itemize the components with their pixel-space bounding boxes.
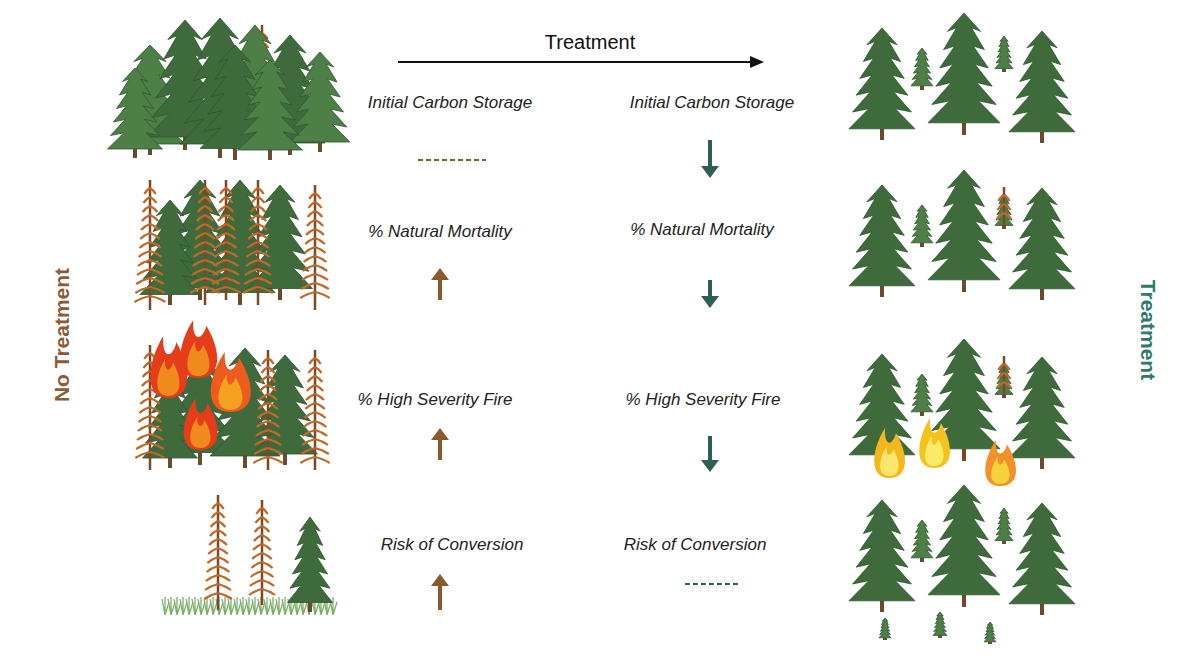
dead-tree — [300, 185, 329, 310]
conifer-tree — [253, 355, 318, 465]
no-change-dash — [685, 583, 740, 585]
grass — [330, 597, 337, 615]
conifer-tree — [849, 500, 915, 612]
side-label: Treatment — [1136, 280, 1160, 380]
trend-arrow — [431, 268, 449, 300]
conifer-tree — [1009, 31, 1075, 143]
converted-stand — [162, 495, 337, 615]
dead-tree — [204, 495, 232, 610]
fire-flame — [985, 440, 1016, 486]
treatment-arrow — [398, 56, 764, 68]
dead-tree — [300, 350, 329, 470]
conifer-tree — [911, 48, 933, 90]
dead-tree — [253, 350, 282, 470]
conifer-tree — [1009, 188, 1075, 300]
dead-tree — [211, 180, 240, 300]
dead-tree — [243, 180, 272, 305]
conifer-tree — [928, 485, 1000, 607]
dead-tree — [135, 180, 166, 310]
row-label: Risk of Conversion — [624, 535, 767, 555]
fire-flame — [874, 428, 905, 478]
conifer-tree — [928, 13, 1000, 135]
fire-flame — [919, 418, 950, 468]
dead-tree — [249, 500, 275, 605]
trend-arrow — [431, 428, 449, 460]
burning-stand — [135, 320, 329, 470]
conifer-tree — [849, 185, 915, 297]
fire-flame — [180, 320, 217, 378]
thinned-stand — [849, 170, 1075, 300]
dense-stand — [108, 18, 351, 160]
conifer-tree — [928, 170, 1000, 292]
thinned-stand — [849, 13, 1075, 143]
row-label: % High Severity Fire — [626, 390, 781, 410]
conifer-tree — [238, 60, 303, 160]
conifer-tree — [933, 612, 947, 638]
conifer-tree — [911, 520, 933, 562]
trend-arrow — [701, 140, 719, 178]
row-label: % High Severity Fire — [358, 390, 513, 410]
conifer-tree — [1009, 503, 1075, 615]
conifer-tree — [108, 68, 163, 158]
row-label: % Natural Mortality — [630, 220, 774, 240]
thinned-stand — [849, 339, 1075, 486]
conifer-tree — [995, 508, 1013, 544]
fire-flame — [211, 352, 251, 412]
conifer-tree — [849, 28, 915, 140]
arrow-label: Treatment — [545, 31, 635, 54]
conifer-tree — [288, 517, 333, 612]
dead-tree — [997, 356, 1012, 396]
row-label: Initial Carbon Storage — [368, 93, 532, 113]
trend-arrow — [701, 436, 719, 472]
side-label: No Treatment — [50, 268, 74, 402]
no-change-dash — [418, 159, 486, 161]
dead-tree — [997, 187, 1012, 227]
conifer-tree — [911, 374, 933, 416]
trend-arrow — [701, 280, 719, 308]
conifer-tree — [290, 52, 350, 152]
dead-tree — [190, 180, 219, 305]
mortality-stand — [135, 180, 330, 310]
conifer-tree — [984, 622, 996, 644]
conifer-tree — [995, 36, 1013, 72]
conifer-tree — [1009, 357, 1075, 469]
row-label: Risk of Conversion — [381, 535, 524, 555]
row-label: Initial Carbon Storage — [630, 93, 794, 113]
fire-flame — [184, 398, 218, 450]
row-label: % Natural Mortality — [368, 222, 512, 242]
conifer-tree — [879, 618, 891, 640]
trend-arrow — [431, 574, 449, 610]
thinned-stand — [849, 485, 1075, 644]
conifer-tree — [911, 205, 933, 247]
